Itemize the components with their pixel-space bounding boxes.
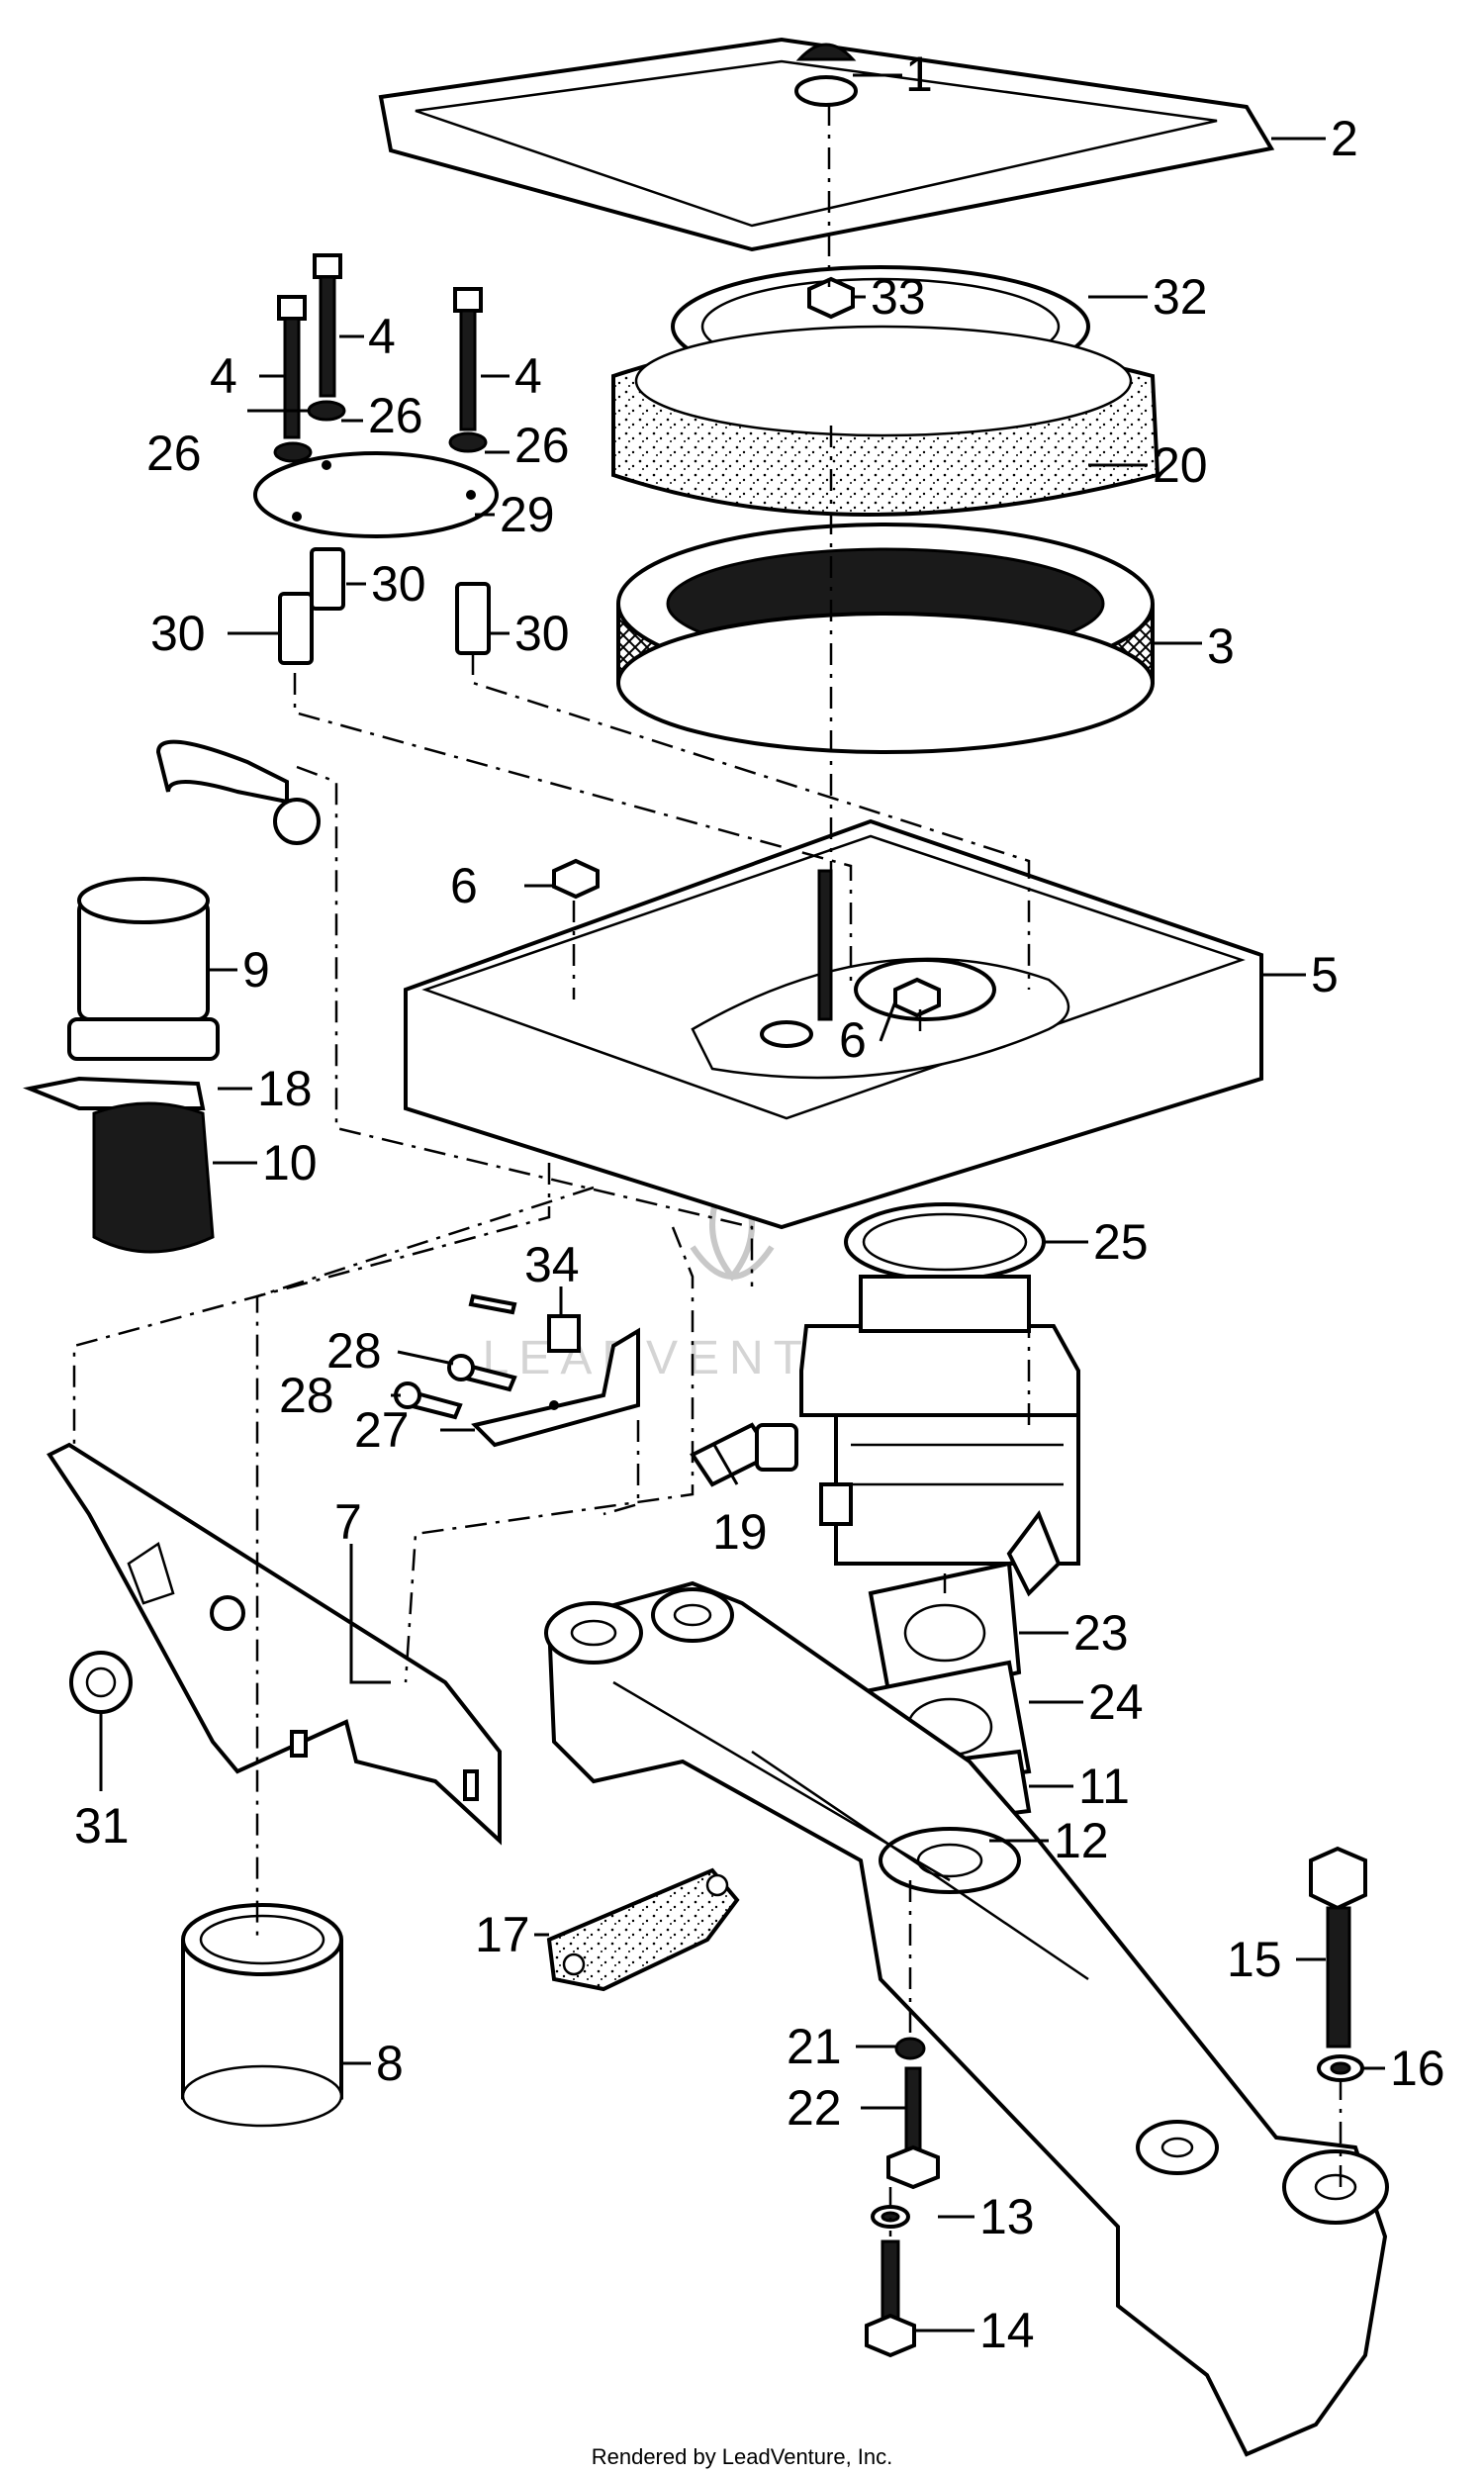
part-gasket-17[interactable]	[546, 1867, 740, 1992]
callout-20[interactable]: 20	[1153, 437, 1208, 493]
part-bolt-6b[interactable]	[893, 977, 941, 1018]
callout-27[interactable]: 27	[354, 1402, 410, 1458]
callout-4b[interactable]: 4	[210, 348, 237, 404]
leader-lines	[99, 73, 1385, 2333]
part-bolt-15[interactable]	[1309, 1846, 1367, 2048]
part-sleeve-8[interactable]	[181, 1903, 343, 2128]
callout-26b[interactable]: 26	[368, 388, 423, 443]
callout-6a[interactable]: 6	[450, 858, 478, 913]
part-bolt-6a[interactable]	[552, 858, 600, 900]
part-clamp-18[interactable]	[23, 1076, 206, 1110]
callout-1[interactable]: 1	[905, 47, 933, 102]
part-bracket-7[interactable]	[46, 1442, 502, 1846]
part-spacers-30[interactable]	[278, 547, 491, 665]
callout-5[interactable]: 5	[1311, 947, 1339, 1002]
callout-4a[interactable]: 4	[368, 309, 396, 364]
callout-29[interactable]: 29	[500, 487, 555, 542]
callout-17[interactable]: 17	[475, 1907, 530, 1962]
callout-15[interactable]: 15	[1227, 1932, 1282, 1987]
part-bolt-14[interactable]	[865, 2239, 916, 2358]
part-screws-28[interactable]	[394, 1354, 517, 1420]
part-element-10[interactable]	[92, 1101, 215, 1254]
callout-21[interactable]: 21	[787, 2019, 842, 2074]
callout-9[interactable]: 9	[242, 942, 270, 998]
callout-13[interactable]: 13	[979, 2189, 1035, 2244]
callout-22[interactable]: 22	[787, 2080, 842, 2136]
callout-30c[interactable]: 30	[514, 606, 570, 661]
callout-11[interactable]: 11	[1078, 1759, 1130, 1814]
callout-14[interactable]: 14	[979, 2303, 1035, 2358]
part-grommet-31[interactable]	[69, 1651, 133, 1714]
part-lockwasher-21[interactable]	[894, 2037, 926, 2060]
callout-3[interactable]: 3	[1207, 619, 1235, 674]
part-wing-nut[interactable]	[794, 75, 858, 107]
callout-33[interactable]: 33	[871, 269, 926, 325]
part-plate-29[interactable]	[253, 451, 499, 538]
part-bracket-27[interactable]	[471, 1327, 640, 1448]
callout-25[interactable]: 25	[1093, 1214, 1149, 1270]
callout-32[interactable]: 32	[1153, 269, 1208, 325]
callout-31[interactable]: 31	[74, 1798, 130, 1854]
callout-28b[interactable]: 28	[279, 1368, 334, 1423]
callout-24[interactable]: 24	[1088, 1674, 1144, 1730]
part-cover[interactable]	[378, 37, 1275, 252]
callout-7[interactable]: 7	[334, 1494, 362, 1550]
callout-18[interactable]: 18	[257, 1061, 313, 1116]
part-washers-26[interactable]	[273, 400, 488, 463]
part-filter-element[interactable]	[616, 523, 1155, 754]
callout-23[interactable]: 23	[1073, 1605, 1129, 1661]
callout-19[interactable]: 19	[712, 1504, 768, 1560]
part-nut-13[interactable]	[871, 2205, 910, 2229]
callout-34[interactable]: 34	[524, 1237, 580, 1292]
callout-labels: 1 2 3 4 4 4 5 6 6 7 8 9 10 11 12 13 14 1…	[74, 47, 1445, 2358]
callout-12[interactable]: 12	[1054, 1813, 1109, 1868]
part-bolts-4[interactable]	[277, 253, 483, 439]
part-washer-16[interactable]	[1317, 2054, 1364, 2082]
part-stud-22[interactable]	[886, 2066, 940, 2190]
part-base[interactable]	[404, 818, 1263, 1230]
part-carburetor[interactable]	[799, 1202, 1080, 1597]
callout-16[interactable]: 16	[1390, 2041, 1445, 2096]
part-fitting-19[interactable]	[690, 1422, 798, 1487]
part-nut-33[interactable]	[807, 276, 855, 320]
rendered-by-credit: Rendered by LeadVenture, Inc.	[591, 2444, 893, 2469]
callout-6b[interactable]: 6	[839, 1012, 867, 1068]
callout-4c[interactable]: 4	[514, 348, 542, 404]
callout-30b[interactable]: 30	[150, 606, 206, 661]
callout-26a[interactable]: 26	[146, 426, 202, 481]
callout-28a[interactable]: 28	[326, 1323, 382, 1379]
callout-26c[interactable]: 26	[514, 418, 570, 473]
part-foam-wrapper[interactable]	[611, 325, 1160, 517]
callout-30a[interactable]: 30	[371, 556, 426, 612]
callout-10[interactable]: 10	[262, 1135, 318, 1190]
callout-8[interactable]: 8	[376, 2036, 404, 2091]
part-manifold-12[interactable]	[544, 1580, 1389, 2457]
part-clip-34[interactable]	[468, 1293, 581, 1353]
callout-2[interactable]: 2	[1331, 111, 1358, 166]
part-fuel-filter[interactable]	[23, 739, 321, 1254]
alignment-lines	[72, 104, 1343, 2237]
